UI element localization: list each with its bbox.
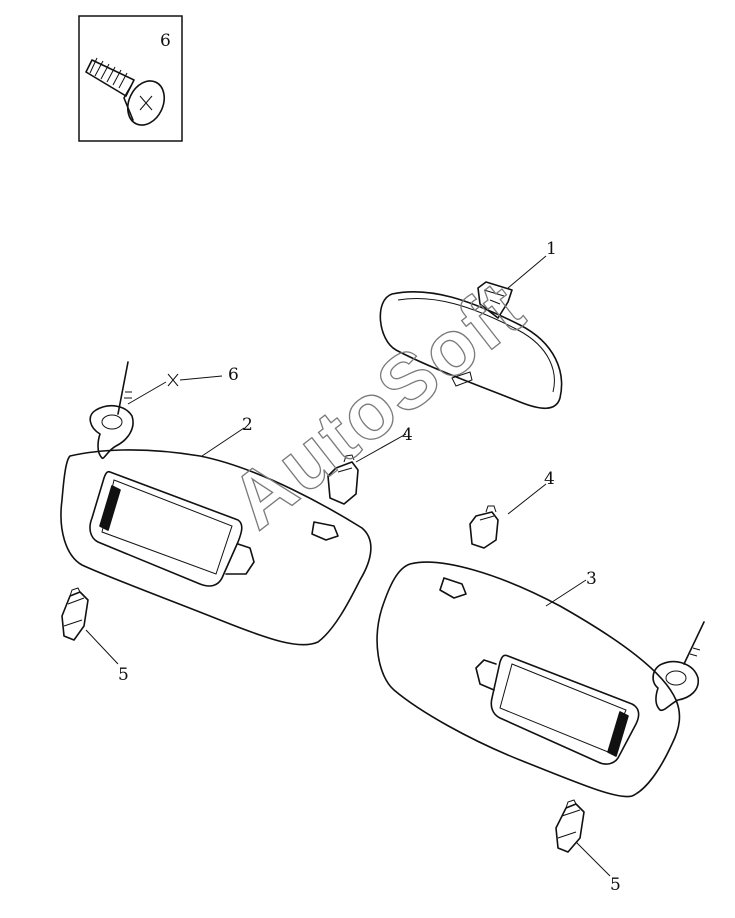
leader-lines (85, 255, 611, 877)
inset-callout-label: 6 (160, 31, 171, 51)
callout-clip-right: 4 (544, 469, 555, 489)
screw-inset: 6 (78, 15, 183, 142)
callout-visor-right: 3 (586, 569, 597, 589)
callout-visor-left: 2 (242, 415, 253, 435)
watermark: AutoSoft (214, 264, 540, 546)
bulb-left (61, 587, 89, 641)
bulb-right (555, 799, 585, 853)
callout-bulb-right: 5 (610, 875, 621, 895)
screw-icon (85, 57, 166, 126)
rear-view-mirror (379, 281, 563, 410)
callout-clip-left: 4 (402, 425, 413, 445)
callout-screw: 6 (228, 365, 239, 385)
callout-mirror: 1 (546, 239, 557, 259)
callout-bulb-left: 5 (118, 665, 129, 685)
visor-clip-right (469, 505, 499, 549)
sun-visor-left (60, 361, 372, 646)
visor-clip-left (327, 454, 359, 505)
cross-mark-icon (167, 373, 179, 387)
sun-visor-right (376, 561, 705, 798)
